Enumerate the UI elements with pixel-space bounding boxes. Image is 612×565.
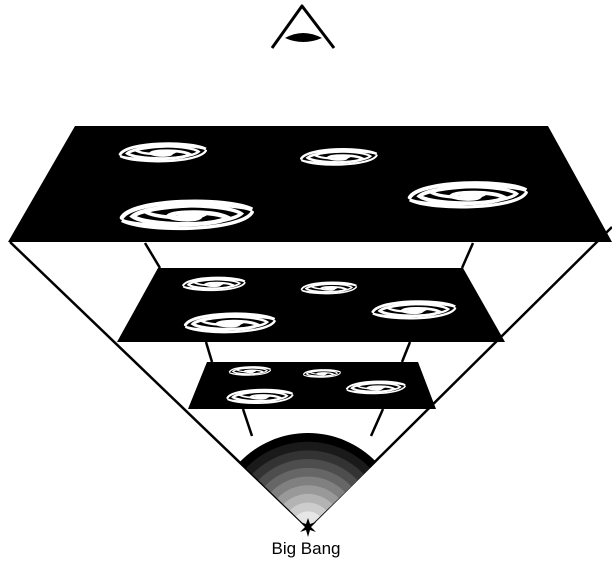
big-bang-label: Big Bang	[0, 539, 612, 559]
universe-slice-middle	[117, 268, 505, 342]
universe-slice-early	[188, 362, 436, 409]
radiation-gradient-fan	[240, 433, 377, 528]
eye-icon	[272, 6, 334, 48]
universe-slice-present	[8, 126, 612, 242]
